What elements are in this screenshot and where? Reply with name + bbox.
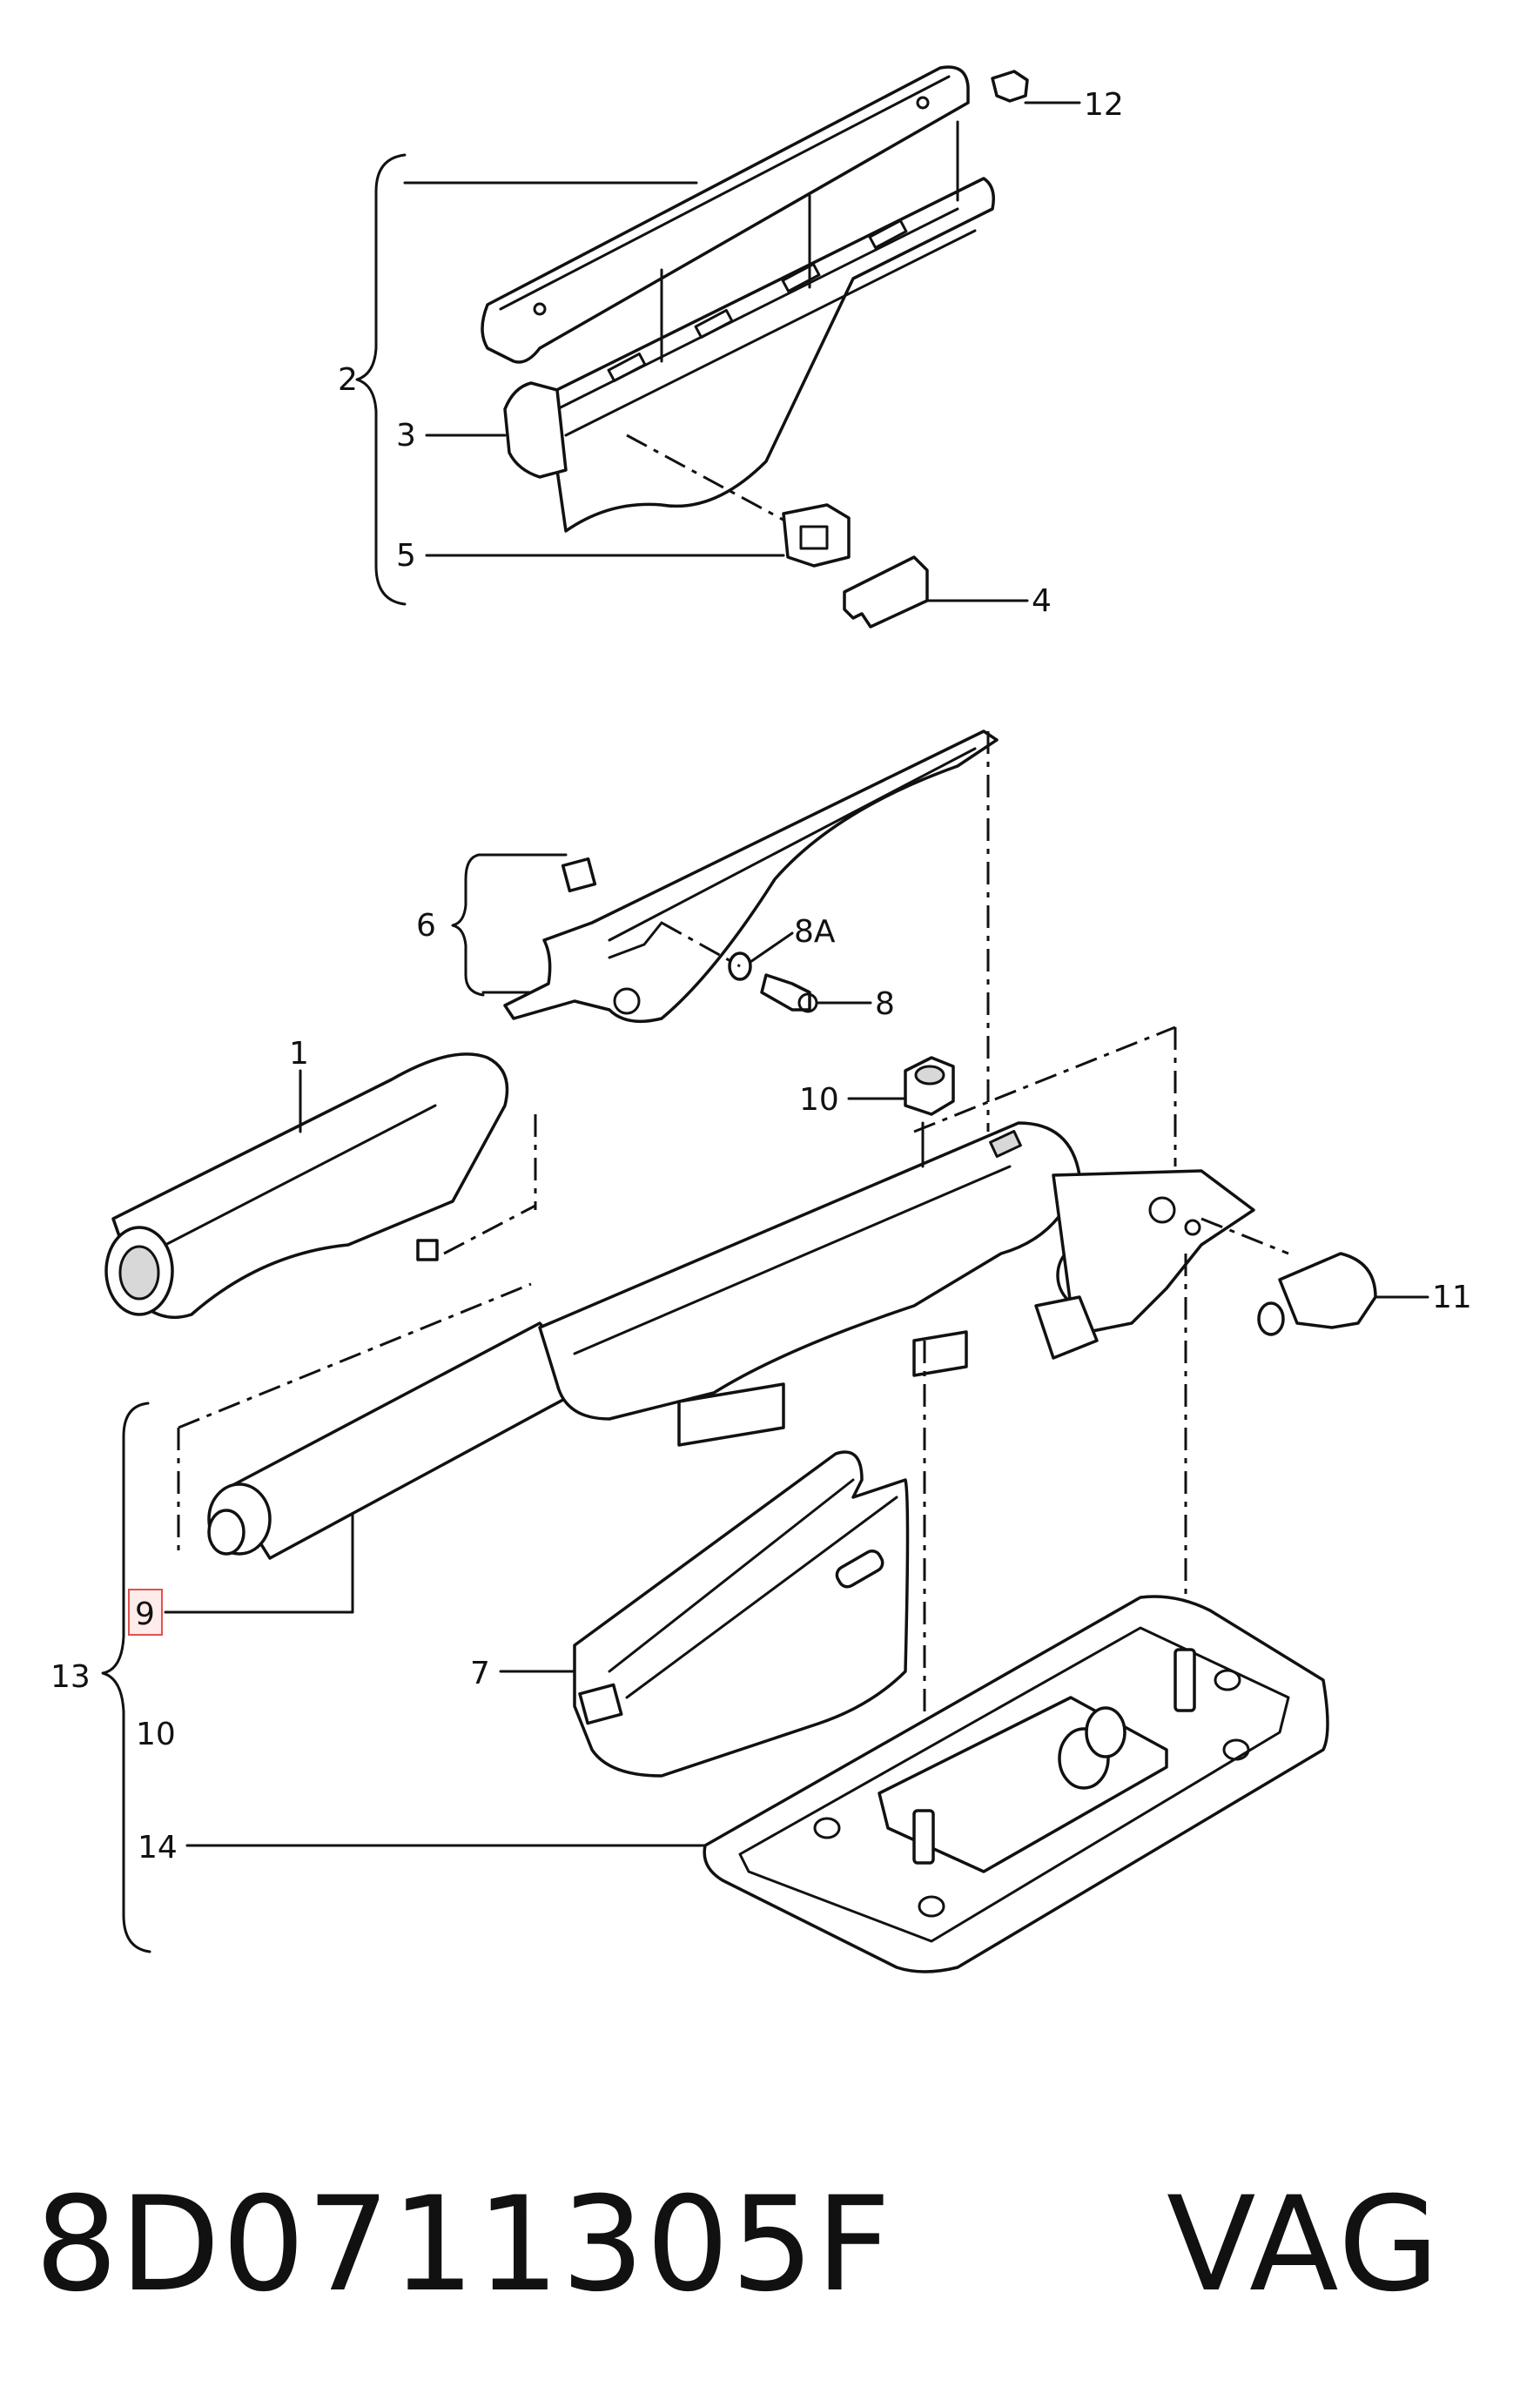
upper-bracket-frame (516, 177, 995, 533)
callout-1: 1 (289, 1036, 309, 1072)
clip-5 (782, 503, 851, 568)
group-6-brace (451, 853, 485, 997)
callout-labels: 12 2 3 5 4 8A 6 8 1 10 11 9 7 13 10 14 (50, 87, 1472, 1866)
group-13-brace (101, 1402, 151, 1953)
callout-10-upper: 10 (799, 1082, 839, 1118)
callout-6: 6 (416, 908, 436, 944)
cover-7 (499, 1450, 910, 1778)
upper-trim-cover (481, 65, 970, 364)
callout-4: 4 (1032, 583, 1052, 619)
knob-11 (1257, 1252, 1429, 1336)
cable-bracket (503, 729, 999, 1024)
callout-9: 9 (135, 1597, 155, 1632)
clip-12 (991, 70, 1029, 103)
cable-bracket-assembly (451, 729, 999, 1024)
callout-9-highlight (128, 1589, 163, 1636)
retainer-square (561, 857, 597, 893)
callout-11: 11 (1432, 1280, 1472, 1315)
clip-4 (843, 555, 929, 629)
main-lever (164, 731, 1289, 1819)
handle-grip (104, 1052, 537, 1320)
callout-2: 2 (338, 362, 358, 398)
callout-14: 14 (138, 1830, 178, 1866)
lever-body (538, 1121, 1081, 1421)
nut-10 (847, 1056, 955, 1168)
callout-12: 12 (1084, 87, 1124, 123)
end-cap (503, 381, 568, 479)
base-plate-14 (185, 1595, 1329, 1973)
callout-13: 13 (50, 1659, 91, 1695)
callout-7: 7 (470, 1656, 490, 1691)
bolt-8 (760, 973, 811, 1012)
upper-trim-assembly (355, 65, 1081, 629)
group-2-brace (355, 153, 407, 606)
callout-10-lower: 10 (136, 1717, 176, 1752)
brand-name: VAG (1167, 2169, 1441, 2321)
part-number: 8D0711305F (35, 2169, 892, 2321)
callout-3: 3 (396, 418, 416, 454)
callout-8: 8 (875, 986, 895, 1022)
lever-shaft (225, 1321, 594, 1560)
callout-8a: 8A (794, 914, 836, 950)
callout-5: 5 (396, 538, 416, 574)
